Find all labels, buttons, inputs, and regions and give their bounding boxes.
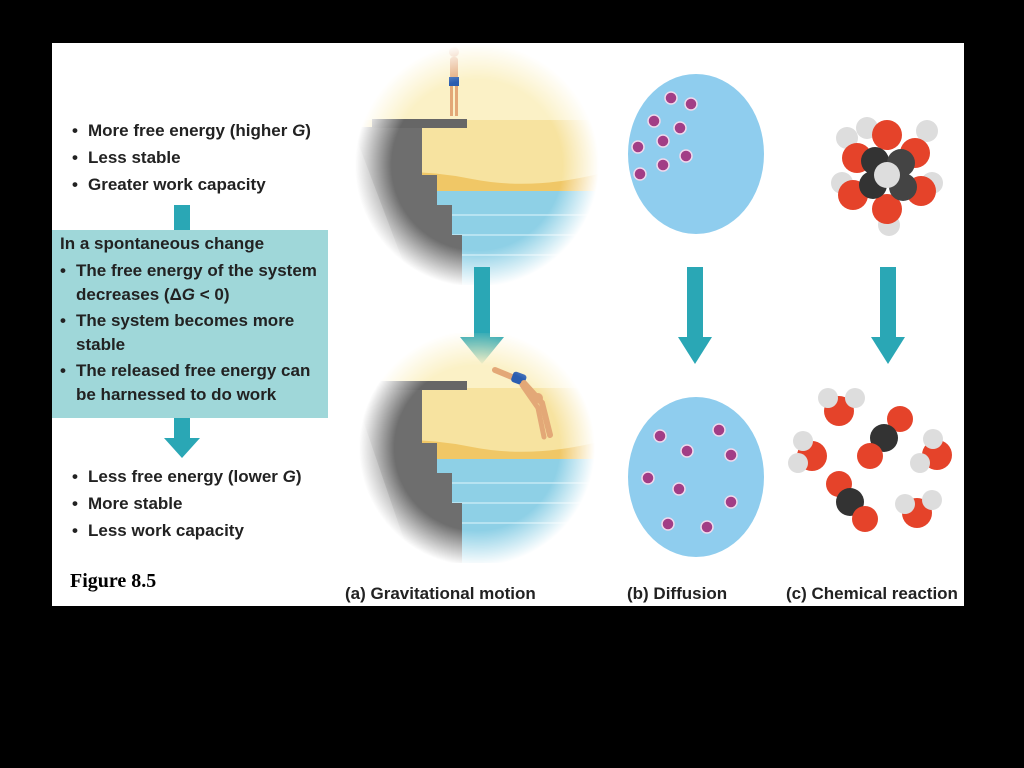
co2-water-molecules-illustration [788,388,952,532]
list-item: More free energy (higher G) [72,117,311,144]
caption-gravitational-motion: (a) Gravitational motion [345,584,536,603]
list-item: Less free energy (lower G) [72,463,302,490]
concentrated-molecules-illustration [628,74,764,234]
arrow-down-icon [678,267,712,364]
list-item: Less stable [72,144,311,171]
arrow-down-icon [164,418,200,458]
spontaneous-change-box: In a spontaneous change The free energy … [52,230,328,418]
arrow-down-icon [871,267,905,364]
water-molecule [818,388,865,426]
figure-label: Figure 8.5 [70,570,157,592]
list-item: The free energy of the system decreases … [60,259,324,307]
spontaneous-change-list: The free energy of the system decreases … [60,259,324,409]
list-item: The released free energy can be harnesse… [60,359,324,407]
box-title: In a spontaneous change [60,234,265,253]
figure-panel: More free energy (higher G) Less stable … [52,43,964,606]
higher-energy-list: More free energy (higher G) Less stable … [72,117,311,198]
list-item: The system becomes more stable [60,309,324,357]
lower-energy-list: Less free energy (lower G) More stable L… [72,463,302,544]
list-item: Greater work capacity [72,171,311,198]
caption-diffusion: (b) Diffusion [627,584,728,603]
diver-on-board-illustration [352,45,602,285]
diver-diving-illustration [352,333,602,563]
dispersed-molecules-illustration [628,397,764,557]
list-item: Less work capacity [72,517,302,544]
list-item: More stable [72,490,302,517]
glucose-molecule-illustration [831,117,943,236]
arrow-down-icon [174,205,190,233]
caption-chemical-reaction: (c) Chemical reaction [786,584,958,603]
